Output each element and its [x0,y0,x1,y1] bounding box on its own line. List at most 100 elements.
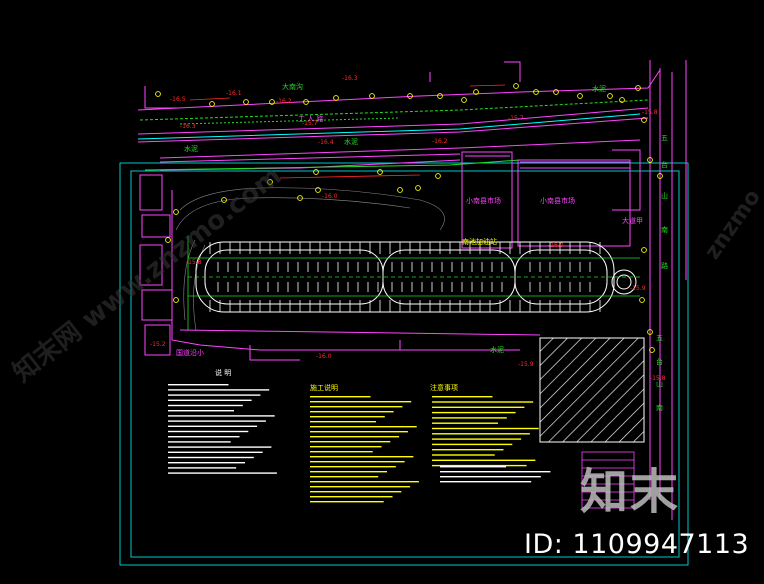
elevation-label: -16.2 [432,138,448,145]
notes-title: 说 明 [215,368,231,377]
road-lower-char-4: 南 [656,403,663,412]
elevation-label: -16.5 [170,96,186,103]
lamp-marker [513,83,519,89]
ditch-label: 大南沟 [282,82,303,91]
lamp-marker [243,99,249,105]
lamp-marker [165,237,171,243]
lamp-marker [313,169,319,175]
elevation-label: -15.2 [150,341,166,348]
building-a-label: 小南县市场 [466,196,501,205]
site-logo: 知末 [580,464,681,520]
note-line [440,476,541,478]
note-line [168,415,275,417]
lamp-marker [607,93,613,99]
note-line [168,389,270,391]
lamp-marker [577,93,583,99]
elevation-label: -16.3 [180,123,196,130]
lamp-marker [647,329,653,335]
misc-red-lines [189,84,506,179]
river-label-2: 水泥 [184,144,198,153]
note-line [432,401,534,403]
note-line [168,456,254,459]
lamp-marker [173,297,179,303]
note-line [310,491,402,493]
road-right-char-2: 台 [661,160,668,169]
elevation-label: -15.9 [630,285,646,292]
note-line [432,396,493,398]
road-lower-char-1: 五 [656,334,663,342]
note-line [310,431,408,433]
lamp-marker [641,247,647,253]
lamp-marker [649,347,655,353]
note-line [432,411,516,414]
note-line [432,406,525,408]
note-line [432,427,539,430]
hatched-plot [539,337,645,443]
top-cyan-lines [137,113,641,140]
elevation-label: -16.0 [316,353,332,360]
market-buildings [461,149,641,249]
note-line [310,476,379,478]
note-line [432,422,498,424]
note-line [310,441,391,443]
elevation-label: -16.0 [322,193,338,200]
river-label-1: 水泥 [592,84,606,93]
note-line [168,404,243,407]
note-line [168,425,258,427]
note-line [310,396,371,398]
note-line [310,461,405,463]
note-line [168,420,266,422]
elevation-label: -16.0 [548,242,564,249]
note-line [432,417,507,419]
lamp-marker [415,185,421,191]
lamp-marker [173,209,179,215]
building-b-label: 小南县市场 [540,196,575,205]
lamp-marker [297,195,303,201]
note-line [432,454,495,456]
note-line [310,401,412,403]
terrain-contours [175,187,445,331]
note-line [168,462,245,464]
lamp-marker [369,93,375,99]
building-d-label: 南池加油站 [462,237,497,246]
note-line [310,486,411,488]
title-block [581,451,635,509]
note-line [440,471,551,473]
note-line [168,436,240,438]
note-line [310,466,396,468]
parking-stalls [209,242,601,312]
road-right-char-1: 五 [661,134,668,142]
lamp-marker [267,179,273,185]
lamp-marker [303,99,309,105]
lamp-marker [315,187,321,193]
note-line [432,433,530,435]
elevation-label: -15.8 [642,109,658,116]
elevation-label: -16.3 [342,75,358,82]
lamp-marker [269,99,275,105]
road-lower-char-3: 山 [656,379,663,388]
planter-circle [611,269,637,295]
lamp-marker [377,169,383,175]
note-line [432,464,527,467]
note-line [168,472,277,474]
note-line [432,438,522,440]
elevation-label: -15.7 [508,115,524,122]
lamp-marker [473,89,479,95]
elevation-label: -15.8 [186,259,202,266]
lamp-marker [397,187,403,193]
note-line [310,411,394,413]
lamp-marker [333,95,339,101]
river-label-3: 水泥 [344,137,358,146]
bottom-left-label: 国道沿小 [176,348,204,357]
lamp-marker [619,97,625,103]
road-right-char-4: 南 [661,225,668,234]
drawing-id-label: ID: 1109947113 [524,529,750,560]
notes-col2-title: 施工说明 [310,383,338,392]
note-line [168,399,252,401]
note-line [310,421,376,423]
building-c-label: 大道甲 [622,216,643,225]
left-buildings [139,174,541,361]
elevation-label: -15.9 [518,361,534,368]
note-line [168,467,237,469]
